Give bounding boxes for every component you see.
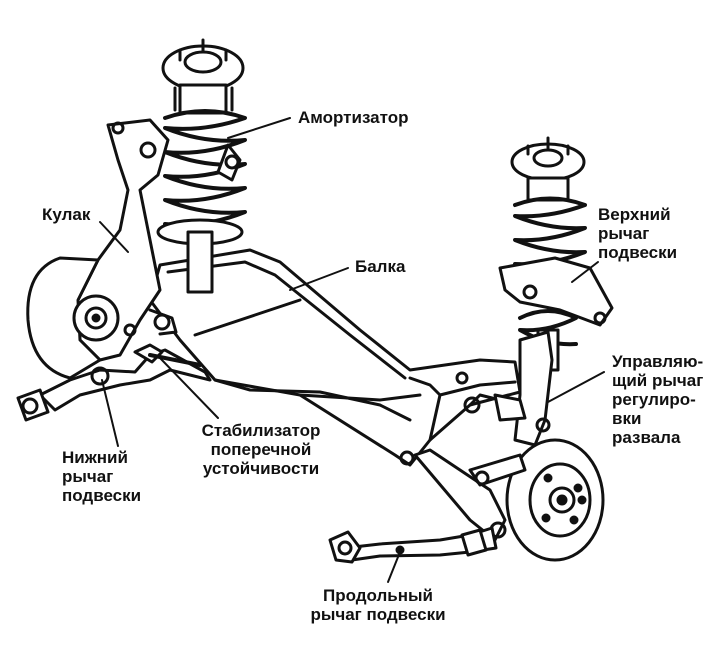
leader-trailing-arm [387,551,401,583]
beam-drawing [148,248,522,467]
left-strut-drawing [156,38,247,294]
label-lower-arm: Нижний рычаг подвески [62,448,141,505]
label-camber-arm-line-3: регулиро- [612,390,696,409]
label-lower-arm-line-2: рычаг [62,467,114,486]
label-camber-arm-line-4: вки [612,409,642,428]
label-trailing-arm: Продольный рычаг подвески [278,586,478,624]
trailing-arm-drawing [328,526,498,564]
label-upper-arm-line-1: Верхний [598,205,671,224]
right-strut-drawing [498,136,614,372]
label-trailing-arm-line-2: рычаг подвески [310,605,446,624]
label-upper-arm-line-3: подвески [598,243,678,262]
right-hub-drawing [413,330,605,562]
label-camber-arm: Управляю- щий рычаг регулиро- вки развал… [612,352,703,447]
label-knuckle-line-1: Кулак [42,205,91,224]
label-stabilizer-line-2: поперечной [210,440,312,459]
label-upper-arm-line-2: рычаг [598,224,650,243]
label-upper-arm: Верхний рычаг подвески [598,205,677,262]
label-lower-arm-line-3: подвески [62,486,142,505]
label-lower-arm-line-1: Нижний [62,448,128,467]
leader-shock-absorber [227,117,291,139]
label-beam-line-1: Балка [355,257,406,276]
leader-stabilizer [159,357,219,419]
label-shock-absorber-line-1: Амортизатор [298,108,409,127]
leader-beam [289,267,349,291]
leader-knuckle [99,221,129,253]
leader-lines [99,117,605,583]
leader-upper-arm [571,261,599,283]
label-stabilizer-line-1: Стабилизатор [201,421,321,440]
left-knuckle-drawing [26,118,178,380]
leader-camber-arm [547,371,605,403]
label-stabilizer: Стабилизатор поперечной устойчивости [186,421,336,478]
label-shock-absorber: Амортизатор [298,108,409,127]
label-stabilizer-line-3: устойчивости [202,459,320,478]
label-camber-arm-line-1: Управляю- [612,352,704,371]
label-trailing-arm-line-1: Продольный [322,586,433,605]
label-camber-arm-line-2: щий рычаг [612,371,704,390]
label-beam: Балка [355,257,405,276]
label-knuckle: Кулак [42,205,90,224]
label-camber-arm-line-5: развала [612,428,681,447]
leader-lower-arm [101,379,119,447]
